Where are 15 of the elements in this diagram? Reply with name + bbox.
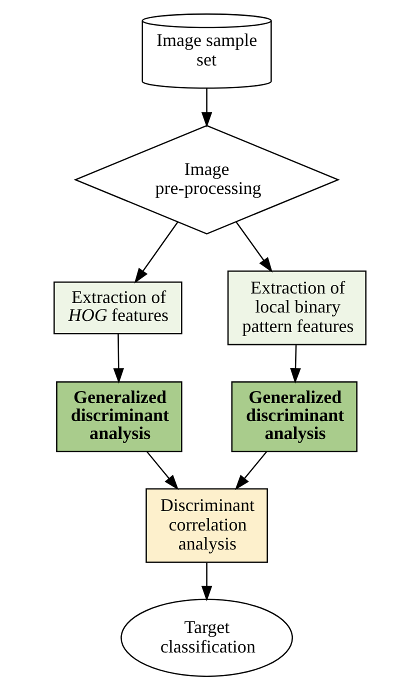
node-diamond: Image pre-processing: [74, 124, 340, 235]
node-box: Extraction of local binary pattern features: [227, 270, 366, 346]
arrow: [201, 88, 212, 128]
node-box: Generalized discriminant analysis: [231, 381, 358, 452]
arrow: [290, 345, 301, 384]
node-box: Generalized discriminant analysis: [56, 381, 182, 452]
arrow: [236, 221, 273, 273]
arrow: [113, 334, 124, 384]
arrow: [201, 562, 212, 602]
arrow: [134, 222, 178, 284]
arrow: [234, 451, 268, 490]
node-box: Extraction of HOG features: [54, 281, 182, 334]
node-box: Discriminant correlation analysis: [146, 488, 268, 563]
arrow: [146, 451, 179, 490]
node-ellipse: Target classification: [120, 598, 293, 678]
